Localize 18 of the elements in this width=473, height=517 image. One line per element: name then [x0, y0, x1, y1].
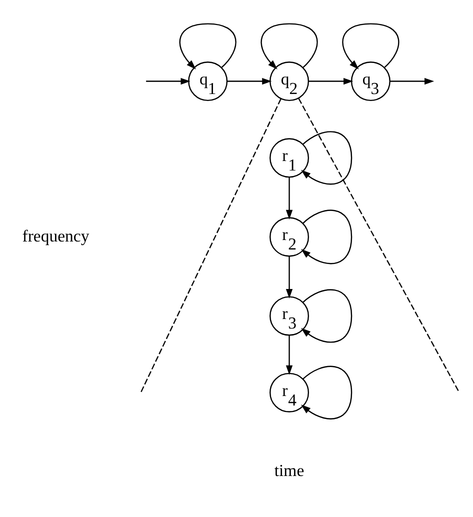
arrow — [301, 289, 352, 343]
arrow — [286, 335, 293, 375]
arrow — [179, 23, 236, 70]
arrow — [260, 23, 318, 70]
arrow — [146, 78, 190, 85]
arrow — [286, 256, 293, 299]
label: frequency — [22, 226, 90, 246]
arrow — [227, 78, 272, 85]
arrow — [308, 78, 354, 85]
arrow — [390, 78, 434, 85]
arrow — [286, 177, 293, 220]
connector — [298, 98, 460, 392]
connector — [140, 98, 282, 392]
label: time — [274, 461, 304, 480]
arrow — [301, 210, 352, 264]
arrow — [301, 366, 352, 420]
arrow — [301, 131, 352, 185]
arrow — [342, 23, 400, 70]
